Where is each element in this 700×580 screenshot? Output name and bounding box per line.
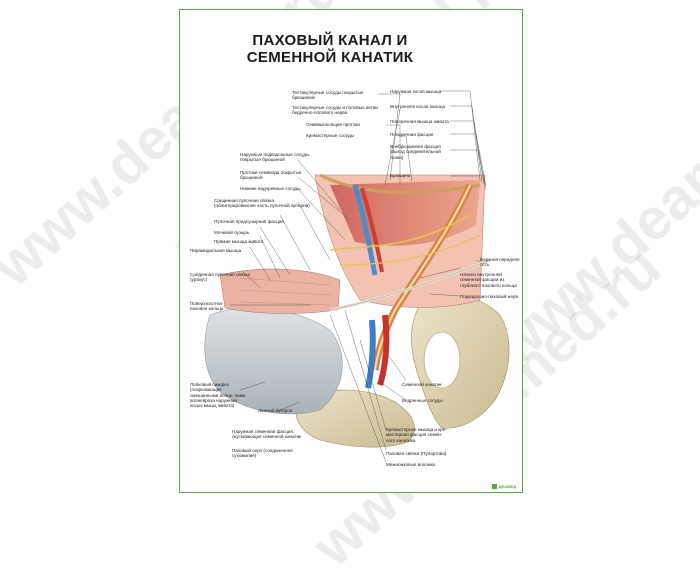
label-asis: Верхняя передняя ость [480, 257, 520, 268]
femoral-artery [377, 314, 390, 386]
label-inguinal-ligament: Паховая связка (Пупартова) [386, 451, 447, 456]
label-testicular-vessels-peritoneum: Тестикулярные сосуды покрытые брюшиной [292, 90, 364, 101]
label-testicular-vessels-genital-branch: Тестикулярные сосуды и половые ветви бед… [292, 105, 378, 116]
label-transversus-abdominis: Поперечная мышца живота [390, 119, 449, 124]
peritoneum-layer [319, 173, 481, 194]
logo-icon [491, 484, 497, 489]
label-bladder: Мочевой пузырь [214, 230, 250, 235]
label-internal-oblique: Внутренняя косая мышца [390, 104, 445, 109]
femoral-vein [365, 319, 376, 389]
poster-title: ПАХОВЫЙ КАНАЛ И СЕМЕННОЙ КАНАТИК [220, 32, 440, 66]
title-line-2: СЕМЕННОЙ КАНАТИК [246, 49, 414, 66]
label-inferior-epigastric: Нижние надчревные сосуды [240, 186, 301, 191]
label-intercrural-fibers: Межножковые волокна [386, 462, 435, 467]
iliac-bone [411, 295, 510, 429]
label-superficial-inguinal-ring: Поверхностное паховое кольцо [190, 301, 224, 312]
label-transversalis-fascia: Поперечная фасция [390, 132, 434, 137]
leader-lines-left [230, 159, 351, 413]
label-iliopsoas-nerve: Подвздошно-паховый нерв [460, 294, 518, 299]
label-internal-spermatic-origin: Начало внутренней семенной фасции из глу… [460, 272, 517, 288]
label-pubic-prevesical-fascia: Пупочная предпузырная фасция [214, 219, 284, 224]
leader-lines [329, 90, 487, 463]
label-pubic-tubercle: Лонный бугорок [258, 408, 292, 413]
label-external-oblique: Наружная косая мышца [390, 89, 442, 94]
label-lacunar-ligament: Срединная пупочная связка (облитерирован… [214, 198, 310, 209]
label-extraperitoneal-fascia: Внебрюшинная фасция (выход соединительно… [390, 144, 441, 160]
label-median-umbilical-ligament: Срединная пупочная связка (урахус) [190, 272, 250, 283]
logo-text: ДЕАМЕД [498, 484, 516, 489]
label-cremasteric-vessels: Кремастерные сосуды [306, 133, 354, 138]
label-spermatic-cord: Семенной канатик [402, 382, 442, 387]
label-external-spermatic-fascia: Наружная семенная фасция, окутывающая се… [232, 429, 302, 440]
label-vas-deferens: Семявыносящие протоки [306, 122, 360, 127]
label-pyramidalis: Пирамидальная мышца [190, 248, 242, 253]
label-external-iliac-vessels: Наружные подвздошные сосуды покрытые брю… [240, 152, 310, 163]
label-peritoneum: Брюшина [390, 173, 411, 178]
label-cremaster-muscle: Кремастерная мышца и кре- мастерная фасц… [386, 427, 447, 443]
external-iliac-vessels [352, 184, 378, 276]
anatomy-poster: ПАХОВЫЙ КАНАЛ И СЕМЕННОЙ КАНАТИК [179, 9, 523, 493]
publisher-logo: ДЕАМЕД [491, 484, 516, 489]
obturator-foramen [423, 331, 461, 389]
label-pubic-symphysis: Лобковый симфиз (покрывающие смешанными … [190, 382, 246, 409]
label-vas-deferens-ducts: Протоки семявода покрытые брюшиной [240, 170, 302, 181]
title-line-1: ПАХОВЫЙ КАНАЛ И [252, 32, 408, 49]
label-femoral-vessels: Бедренные сосуды [402, 398, 443, 403]
label-inguinal-falx: Паховый серп (соединенное сухожилие) [232, 448, 293, 459]
anatomy-illustration [204, 90, 510, 463]
label-rectus-abdominis: Прямая мышца живота [214, 239, 264, 244]
nerve-yellow [329, 214, 471, 251]
